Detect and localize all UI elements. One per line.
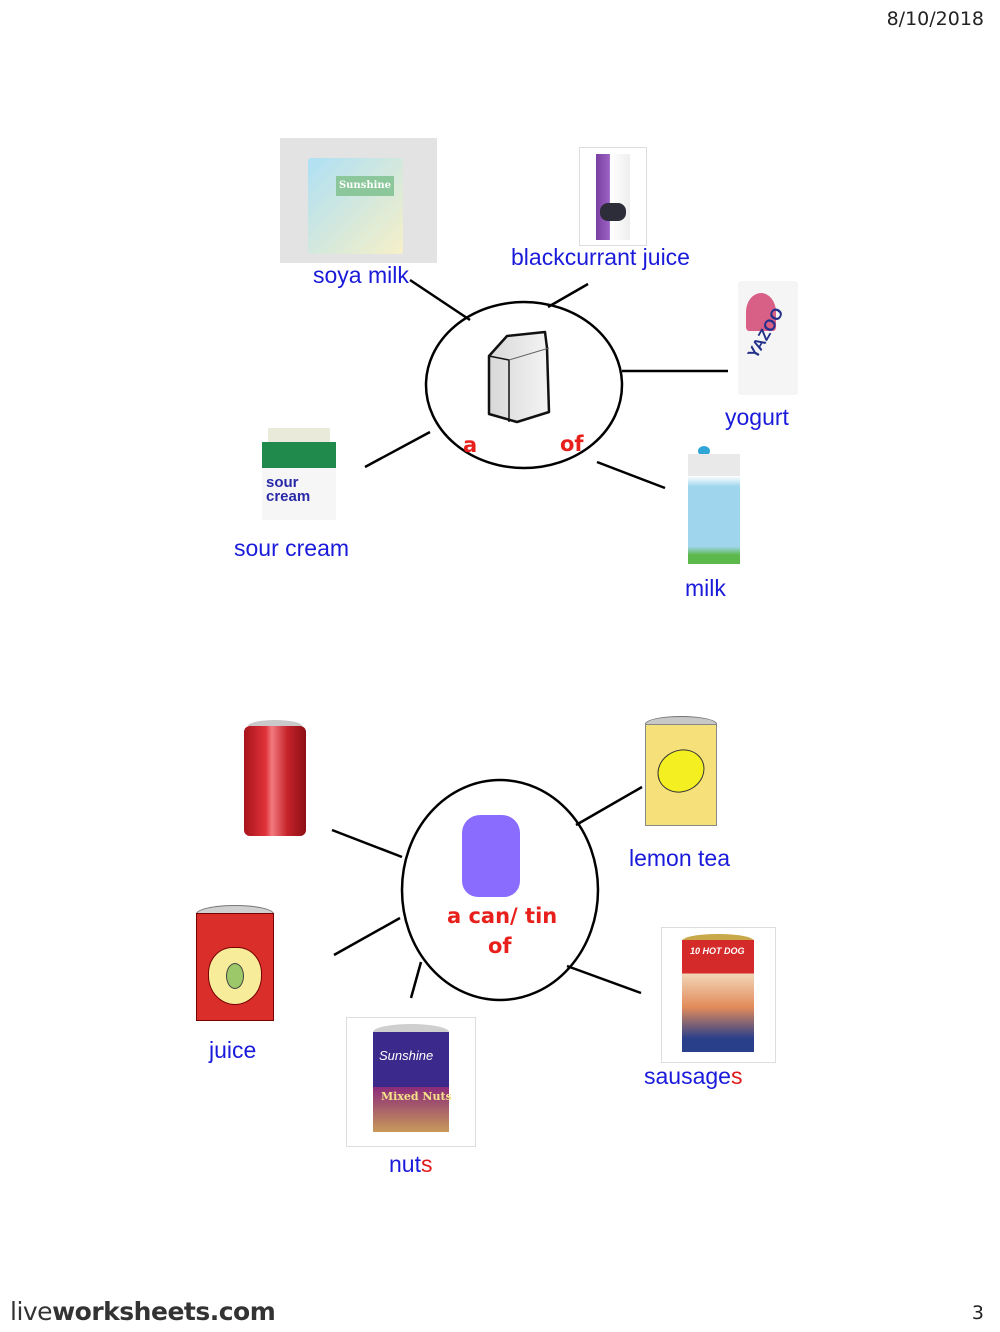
center-label-of: of (560, 432, 584, 456)
item-label-juice: juice (209, 1037, 257, 1063)
sausage-can-image: 10 HOT DOG (661, 927, 776, 1063)
item-label-nuts: nuts (389, 1151, 432, 1178)
logo-bold: worksheets.com (52, 1297, 276, 1326)
apple-juice-can-image (194, 905, 274, 1025)
center-label-can-tin: a can/ tin (447, 904, 558, 928)
center-label-a: a (463, 433, 478, 457)
item-label-yogurt: yogurt (725, 404, 789, 430)
date: 8/10/2018 (886, 8, 984, 30)
center-label-of: of (488, 934, 512, 958)
item-label-sausages: sausages (644, 1063, 742, 1090)
item-label-sour-cream: sour cream (234, 535, 350, 561)
item-label-milk: milk (685, 575, 726, 601)
item-label-sausages-main: sausage (644, 1063, 731, 1089)
mixed-nuts-can-image: Sunshine Mixed Nuts (346, 1017, 476, 1147)
item-label-sausages-suffix: s (730, 1063, 743, 1089)
item-label-blackcurrant-juice: blackcurrant juice (511, 244, 690, 270)
item-label-nuts-main: nut (389, 1151, 421, 1177)
item-label-soya-milk: soya milk (313, 262, 409, 288)
lemon-tea-can-image (643, 716, 717, 828)
yogurt-smoothie-image: YAZOO (738, 281, 798, 395)
can-icon (462, 815, 520, 897)
blackcurrant-juice-image (579, 147, 647, 246)
soya-milk-image: Sunshine (280, 138, 437, 263)
item-label-nuts-suffix: s (420, 1151, 433, 1177)
page-number: 3 (971, 1302, 984, 1324)
carton-icon (487, 330, 551, 424)
item-label-lemon-tea: lemon tea (629, 845, 731, 871)
soda-can-image (244, 720, 306, 838)
logo-light: live (10, 1297, 53, 1326)
liveworksheets-logo[interactable]: liveworksheets.com (10, 1297, 276, 1326)
milk-carton-image (684, 446, 744, 568)
